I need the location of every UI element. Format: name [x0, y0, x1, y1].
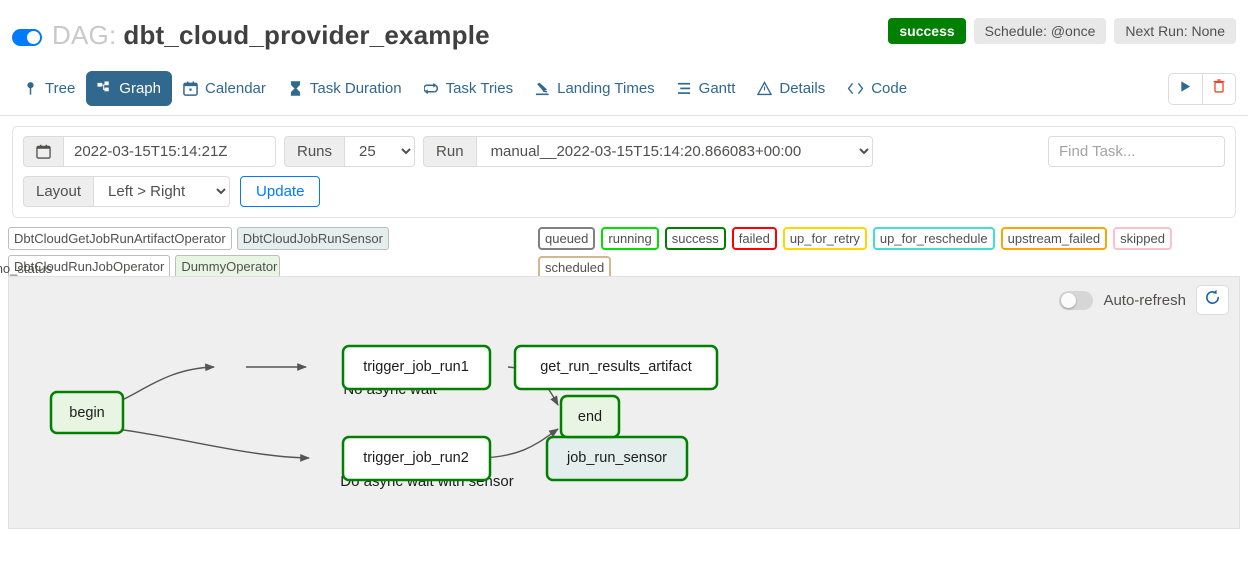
controls-bar: Runs 25 Run manual__2022-03-15T15:14:20.…	[12, 126, 1236, 218]
dag-graph-canvas[interactable]: Auto-refresh	[8, 276, 1240, 529]
play-icon	[1179, 80, 1192, 98]
operator-legend: DbtCloudGetJobRunArtifactOperator DbtClo…	[8, 227, 538, 278]
calendar-icon	[183, 81, 198, 96]
graph-node-end[interactable]: end	[559, 394, 621, 439]
edge-sensor-to-end	[478, 428, 559, 459]
tab-tree[interactable]: Tree	[12, 71, 86, 106]
legend-operator: DbtCloudGetJobRunArtifactOperator	[8, 227, 232, 250]
gantt-icon	[677, 81, 692, 96]
run-group: Run manual__2022-03-15T15:14:20.866083+0…	[423, 136, 873, 167]
dag-prefix-label: DAG:	[52, 19, 117, 50]
legend-status-up-for-retry: up_for_retry	[782, 227, 867, 250]
tab-details[interactable]: Details	[746, 71, 836, 106]
tab-landing-times-label: Landing Times	[557, 80, 655, 97]
tab-calendar[interactable]: Calendar	[172, 71, 277, 106]
graph-icon	[97, 81, 112, 96]
tab-task-duration[interactable]: Task Duration	[277, 71, 413, 106]
node-label: job_run_sensor	[566, 450, 667, 466]
graph-svg: No async wait Do async wait with sensor …	[49, 344, 719, 490]
node-label: begin	[69, 405, 104, 421]
retry-icon	[423, 81, 439, 96]
update-button[interactable]: Update	[240, 176, 321, 207]
trash-icon	[1212, 79, 1226, 98]
find-task-input[interactable]	[1048, 136, 1225, 167]
layout-group: Layout Left > Right	[23, 176, 231, 207]
execution-date-input[interactable]	[63, 136, 276, 167]
landing-icon	[535, 81, 550, 96]
controls-row-bottom: Layout Left > Right Update	[23, 176, 321, 207]
layout-select[interactable]: Left > Right	[93, 176, 231, 207]
execution-date-group	[23, 136, 276, 167]
legend-status-up-for-reschedule: up_for_reschedule	[872, 227, 995, 250]
controls-row-top: Runs 25 Run manual__2022-03-15T15:14:20.…	[23, 136, 1225, 167]
tab-details-label: Details	[779, 80, 826, 97]
graph-node-job-run-sensor[interactable]: job_run_sensor	[545, 435, 689, 482]
next-run-badge: Next Run: None	[1114, 18, 1236, 44]
graph-node-trigger-job-run2[interactable]: trigger_job_run2	[341, 435, 492, 482]
tab-gantt-label: Gantt	[698, 80, 736, 97]
legend-status-upstream-failed: upstream_failed	[1000, 227, 1108, 250]
refresh-button[interactable]	[1196, 285, 1229, 315]
calendar-icon[interactable]	[23, 136, 63, 167]
graph-node-get-run-results-artifact[interactable]: get_run_results_artifact	[513, 344, 719, 391]
legend-status-failed: failed	[731, 227, 777, 250]
tab-graph-label: Graph	[119, 80, 161, 97]
graph-toolbar: Auto-refresh	[1059, 285, 1229, 315]
legend-status-skipped: skipped	[1113, 227, 1172, 250]
layout-label: Layout	[23, 176, 94, 207]
refresh-icon	[1204, 289, 1221, 311]
node-label: get_run_results_artifact	[540, 359, 692, 375]
delete-dag-button[interactable]	[1202, 73, 1235, 104]
node-label: trigger_job_run1	[363, 359, 469, 375]
warning-triangle-icon	[757, 81, 773, 96]
tab-tree-label: Tree	[45, 80, 76, 97]
tab-gantt[interactable]: Gantt	[666, 71, 747, 106]
status-badge: success	[888, 18, 966, 44]
legend-status-success: success	[664, 227, 726, 250]
trigger-dag-button[interactable]	[1169, 74, 1202, 104]
controls-bar-wrapper: Runs 25 Run manual__2022-03-15T15:14:20.…	[0, 116, 1248, 218]
runs-select[interactable]: 25	[344, 136, 416, 167]
dag-pause-toggle[interactable]	[12, 28, 42, 46]
node-label: end	[578, 409, 602, 425]
auto-refresh-toggle[interactable]	[1059, 290, 1094, 310]
dag-action-buttons	[1168, 72, 1236, 105]
tab-task-duration-label: Task Duration	[309, 80, 402, 97]
tree-icon	[23, 81, 38, 96]
legend-status-queued: queued	[538, 227, 596, 250]
header-badges: success Schedule: @once Next Run: None	[888, 18, 1236, 44]
graph-node-trigger-job-run1[interactable]: trigger_job_run1	[341, 344, 492, 391]
graph-node-begin[interactable]: begin	[49, 390, 125, 435]
status-legend: queued running success failed up_for_ret…	[0, 227, 1238, 280]
legend-operator: DbtCloudJobRunSensor	[236, 227, 389, 250]
page-header: DAG: dbt_cloud_provider_example success …	[0, 0, 1248, 62]
legend-bar: DbtCloudGetJobRunArtifactOperator DbtClo…	[0, 218, 1248, 280]
tab-code[interactable]: Code	[836, 71, 918, 106]
runs-group: Runs 25	[284, 136, 416, 167]
tab-landing-times[interactable]: Landing Times	[524, 71, 666, 106]
node-label: trigger_job_run2	[363, 450, 469, 466]
run-select[interactable]: manual__2022-03-15T15:14:20.866083+00:00	[475, 136, 873, 167]
auto-refresh-label: Auto-refresh	[1103, 291, 1186, 309]
tab-calendar-label: Calendar	[205, 80, 266, 97]
tab-task-tries-label: Task Tries	[445, 80, 514, 97]
code-brackets-icon	[847, 81, 864, 96]
legend-operator: DummyOperator	[175, 255, 281, 278]
tab-code-label: Code	[871, 80, 908, 97]
page-title: dbt_cloud_provider_example	[123, 19, 490, 50]
tab-graph[interactable]: Graph	[86, 71, 172, 106]
schedule-badge[interactable]: Schedule: @once	[973, 18, 1107, 44]
run-label: Run	[423, 136, 476, 167]
hourglass-icon	[288, 81, 303, 96]
tab-task-tries[interactable]: Task Tries	[413, 71, 525, 106]
dag-view-tabs: Tree Graph Calendar	[0, 62, 1248, 116]
legend-status-no-status: no_status	[0, 261, 53, 276]
legend-status-running: running	[601, 227, 659, 250]
runs-label: Runs	[284, 136, 345, 167]
